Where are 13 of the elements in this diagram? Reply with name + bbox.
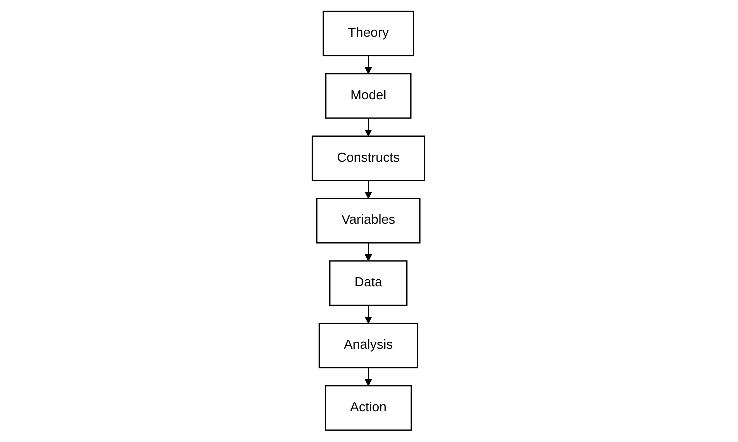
node-box: Variables (316, 198, 422, 244)
arrow (365, 368, 373, 386)
arrow (365, 243, 373, 262)
arrow (365, 56, 373, 74)
node-box: Theory (323, 10, 415, 57)
arrow (365, 306, 373, 324)
arrow (365, 118, 373, 137)
node-box: Action (325, 385, 412, 431)
node-box: Data (330, 260, 408, 306)
node-box: Constructs (312, 136, 426, 182)
node-box: Analysis (319, 323, 419, 369)
arrow (365, 180, 373, 200)
node-box: Model (326, 73, 412, 119)
